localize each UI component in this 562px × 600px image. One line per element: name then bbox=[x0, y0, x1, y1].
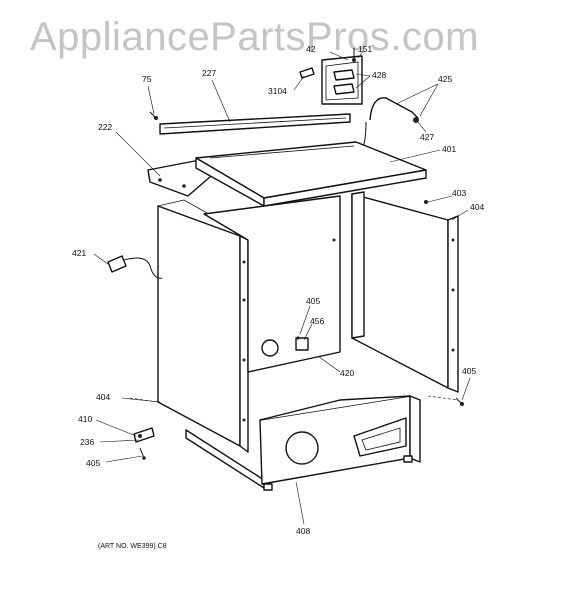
leveling-foot bbox=[133, 427, 155, 459]
part-label-222: 222 bbox=[98, 122, 112, 132]
part-label-408: 408 bbox=[296, 526, 310, 536]
base-frame bbox=[185, 395, 421, 491]
top-panel bbox=[195, 141, 427, 207]
part-label-227: 227 bbox=[202, 68, 216, 78]
reference-lines bbox=[129, 395, 459, 403]
part-label-3104: 3104 bbox=[268, 86, 287, 96]
part-label-236: 236 bbox=[80, 437, 94, 447]
wire-harness bbox=[359, 97, 419, 153]
part-label-403: 403 bbox=[452, 188, 466, 198]
part-label-151: 151 bbox=[358, 44, 372, 54]
part-label-404-right: 404 bbox=[470, 202, 484, 212]
art-number: (ART NO. WE399) C8 bbox=[98, 543, 167, 550]
cabinet-side-right bbox=[351, 191, 459, 393]
part-label-410: 410 bbox=[78, 414, 92, 424]
part-label-405-right: 405 bbox=[462, 366, 476, 376]
part-label-42x: 42 bbox=[306, 44, 316, 54]
part-label-420: 420 bbox=[340, 368, 354, 378]
top-rail bbox=[149, 111, 351, 135]
part-labels: 75 227 42 151 428 3104 425 427 222 401 4… bbox=[72, 44, 484, 536]
part-label-421: 421 bbox=[72, 248, 86, 258]
screws bbox=[142, 397, 464, 460]
hinge-bracket bbox=[299, 48, 363, 105]
part-label-405-left: 405 bbox=[86, 458, 100, 468]
part-label-404-left: 404 bbox=[96, 392, 110, 402]
part-label-425: 425 bbox=[438, 74, 452, 84]
part-label-405-center: 405 bbox=[306, 296, 320, 306]
part-label-428: 428 bbox=[372, 70, 386, 80]
watermark: AppliancePartsPros.com bbox=[30, 15, 479, 59]
part-label-456: 456 bbox=[310, 316, 324, 326]
cabinet-side-left bbox=[157, 199, 249, 453]
leader-lines bbox=[93, 49, 471, 525]
part-label-75: 75 bbox=[142, 74, 152, 84]
part-label-401: 401 bbox=[442, 144, 456, 154]
part-label-427: 427 bbox=[420, 132, 434, 142]
power-cord bbox=[107, 255, 163, 279]
rear-panel bbox=[203, 195, 341, 373]
